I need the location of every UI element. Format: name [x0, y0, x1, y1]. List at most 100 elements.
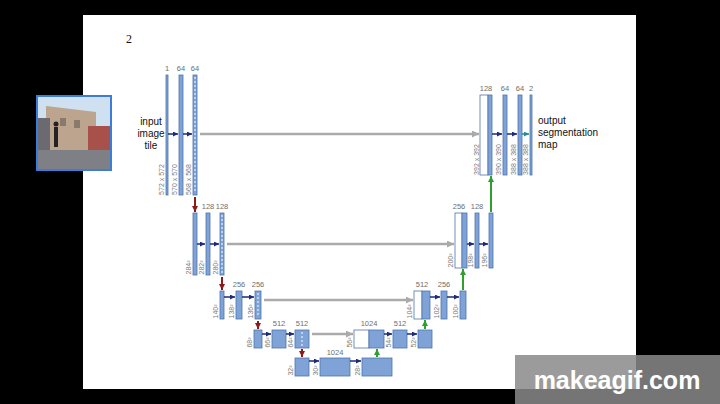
feature-map: [460, 291, 466, 319]
size-label: 198²: [467, 254, 474, 268]
upconv-arrows: [377, 176, 491, 357]
size-label: 282²: [198, 261, 205, 275]
feature-map: [255, 291, 261, 319]
photo-person: [54, 127, 58, 147]
size-label: 28²: [354, 366, 361, 376]
size-label: 104²: [406, 305, 413, 319]
size-label: 392 x 392: [473, 144, 480, 175]
input-photo: [37, 96, 111, 170]
size-label: 280²: [212, 261, 219, 275]
feature-map: [418, 330, 432, 348]
size-label: 388 x 388: [510, 144, 517, 175]
feature-map: [295, 358, 309, 376]
conv-arrow: [479, 243, 488, 245]
copied-map: [354, 330, 369, 348]
size-label: 200²: [447, 254, 454, 268]
copy-crop-arrow: [200, 133, 479, 136]
copy-crop-arrow: [264, 299, 413, 302]
conv-arrow: [507, 133, 517, 135]
conv-arrow: [384, 333, 392, 335]
photo-frame: [37, 96, 111, 170]
channel-count: 512: [273, 320, 286, 328]
size-label: 136²: [247, 305, 254, 319]
size-label: 66²: [264, 338, 271, 348]
channel-count: 64: [191, 65, 199, 73]
feature-map: [220, 291, 224, 319]
photo-person: [54, 122, 59, 127]
photo-road: [38, 150, 110, 169]
size-label: 102²: [433, 305, 440, 319]
slide-number: 2: [126, 33, 132, 45]
crop-mark: [258, 293, 259, 317]
conv-arrow: [242, 296, 254, 298]
photo-building: [38, 118, 50, 150]
conv-arrow: [183, 133, 192, 135]
channel-count: 256: [252, 281, 265, 289]
crop-mark: [302, 332, 303, 346]
up-conv-arrow: [490, 176, 492, 212]
size-label: 32²: [287, 366, 294, 376]
size-label: 138²: [228, 305, 235, 319]
max-pool-arrow: [221, 277, 223, 290]
size-label: 68²: [246, 338, 253, 348]
size-label: 196²: [481, 254, 488, 268]
photo-window: [60, 118, 66, 126]
photo-building: [88, 126, 110, 150]
conv-arrow: [210, 243, 219, 245]
feature-map: [530, 95, 532, 175]
size-label: 64²: [287, 338, 294, 348]
max-pool-arrow: [194, 197, 196, 212]
feature-map: [206, 213, 210, 275]
conv-arrow: [447, 296, 459, 298]
size-label: 568 x 568: [185, 164, 192, 195]
channel-count: 1024: [361, 320, 378, 328]
up-conv-arrow: [376, 349, 378, 357]
feature-map: [369, 330, 384, 348]
output-conv-arrow: [522, 133, 529, 135]
watermark: makeagif.com: [534, 368, 701, 393]
feature-map: [422, 291, 430, 319]
size-label: 572 x 572: [158, 164, 165, 195]
channel-count: 256: [233, 281, 246, 289]
feature-map: [489, 213, 493, 268]
feature-map: [236, 291, 242, 319]
watermark-band: [515, 355, 720, 404]
copied-map: [414, 291, 422, 319]
feature-map: [166, 75, 168, 195]
feature-map: [518, 95, 522, 175]
size-label: 570 x 570: [171, 164, 178, 195]
feature-map: [193, 213, 197, 275]
size-label: 284²: [185, 261, 192, 275]
feature-map: [441, 291, 447, 319]
feature-map: [295, 330, 309, 348]
size-label: 52²: [410, 338, 417, 348]
conv-arrow: [350, 360, 361, 362]
size-label: 30²: [312, 366, 319, 376]
feature-map: [503, 95, 507, 175]
max-pool-arrow: [257, 321, 259, 329]
conv-arrows: [168, 134, 517, 361]
channel-count: 64: [516, 85, 524, 93]
size-label: 390 x 390: [495, 144, 502, 175]
size-label: 140²: [212, 305, 219, 319]
channel-count: 128: [202, 203, 215, 211]
conv-arrow: [430, 296, 440, 298]
crop-mark: [222, 215, 223, 273]
feature-map: [393, 330, 407, 348]
channel-count: 512: [416, 281, 429, 289]
pool-arrows: [195, 197, 302, 357]
channel-count: 1024: [327, 349, 344, 357]
size-label: 56²: [346, 338, 353, 348]
channel-count: 128: [471, 203, 484, 211]
up-conv-arrow: [462, 269, 464, 290]
feature-map: [220, 213, 224, 275]
feature-map: [488, 95, 492, 175]
conv-arrow: [168, 133, 178, 135]
feature-map: [193, 75, 197, 195]
copied-map: [480, 95, 488, 175]
size-label: 100²: [452, 305, 459, 319]
crop-mark: [195, 77, 196, 193]
copy-crop-arrow: [312, 333, 353, 336]
